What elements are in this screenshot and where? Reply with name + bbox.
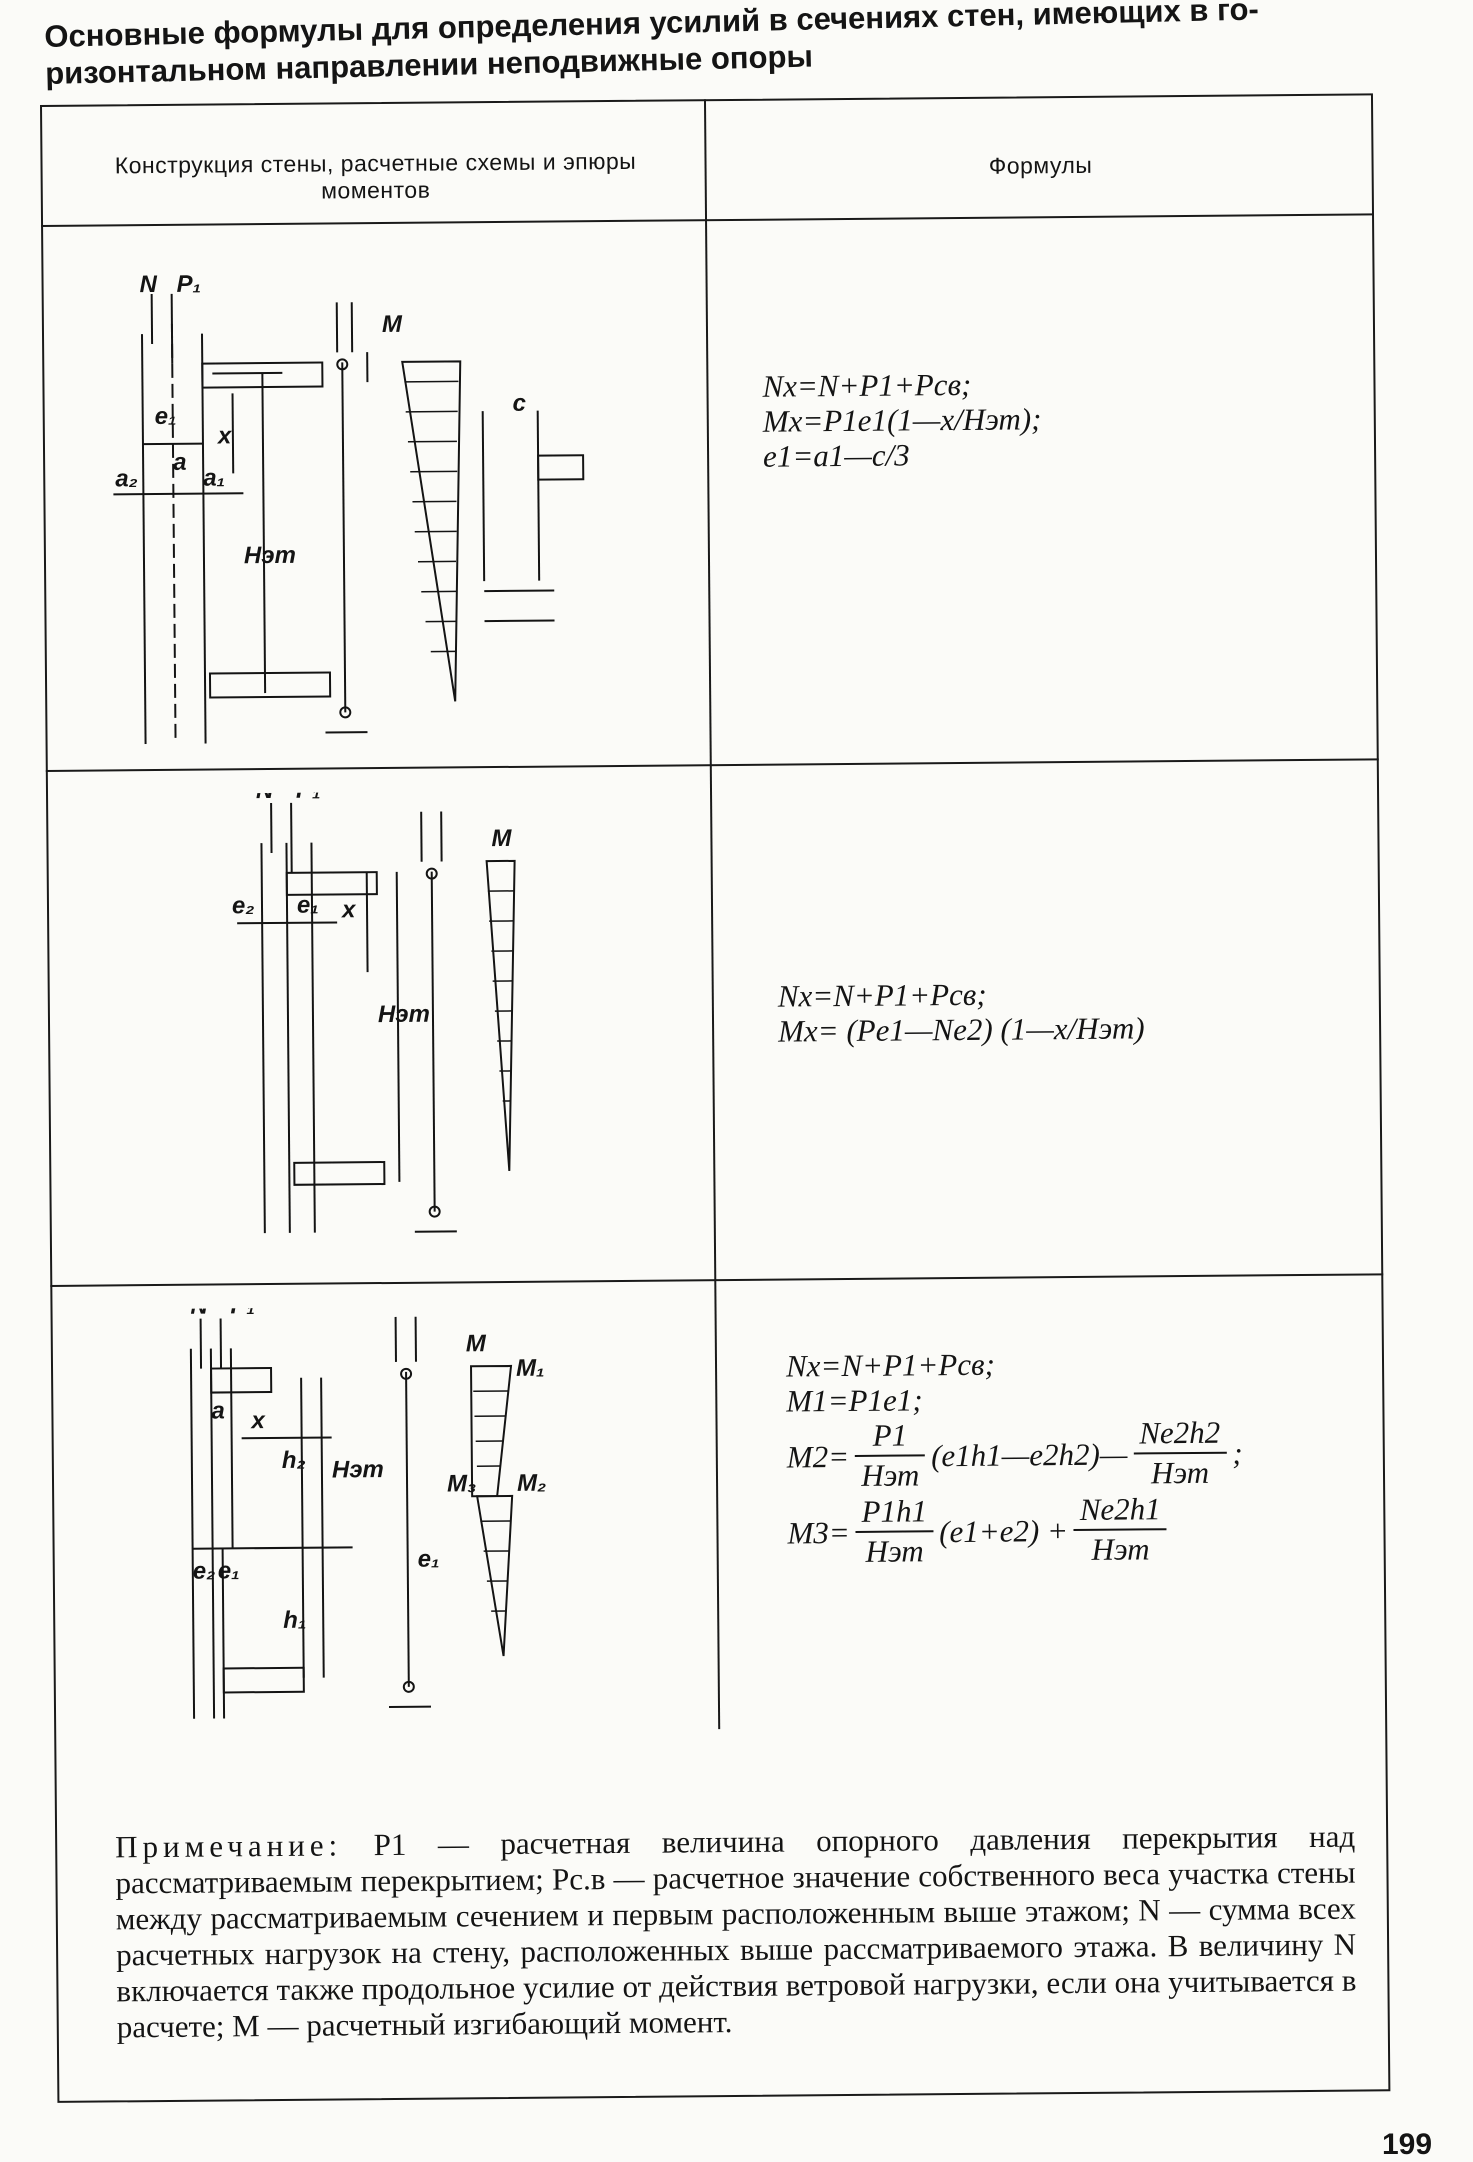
- row1-label-a2: a₂: [115, 465, 138, 492]
- page-number: 199: [1382, 2128, 1432, 2162]
- row3-formula-2: M1=P1e1;: [786, 1380, 1242, 1419]
- row2-formula-2: Mx= (Pe1—Ne2) (1—x/Hэт): [778, 1010, 1145, 1048]
- row2-formula-1: Nx=N+P1+Pсв;: [778, 975, 1145, 1013]
- row3-diagram: N P₁ a x h₂ Hэт e₂ e₁ h₁ M M₁ M₃ M₂ e₁: [91, 1304, 695, 1729]
- header-construction: Конструкция стены, расчетные схемы и эпю…: [60, 147, 690, 206]
- row3-label-M: M: [466, 1330, 487, 1357]
- row1-label-a1: a₁: [203, 464, 225, 491]
- row1-label-H: Hэт: [244, 542, 296, 569]
- row1-label-a: a: [173, 449, 187, 476]
- row3-label-h2: h₂: [282, 1447, 306, 1474]
- row1-label-e1: e₁: [155, 403, 177, 430]
- formula-table: Конструкция стены, расчетные схемы и эпю…: [40, 93, 1392, 2105]
- row1-label-x: x: [216, 422, 233, 449]
- row3-label-e2: e₂: [193, 1558, 216, 1585]
- row2-label-e2: e₂: [232, 892, 255, 919]
- row1-label-M: M: [382, 311, 403, 338]
- row3-label-M2: M₂: [517, 1470, 546, 1497]
- row3-formula-1: Nx=N+P1+Pсв;: [786, 1345, 1242, 1384]
- row3-label-x: x: [249, 1407, 266, 1434]
- row2-label-M: M: [491, 825, 512, 852]
- row3-formula-m3: M3= P1h1 Hэт (e1+e2) + Ne2h1 Hэт: [787, 1491, 1244, 1571]
- row1-label-N: N: [139, 271, 157, 298]
- row2-diagram: N P₁ e₂ e₁ x Hэт M: [86, 789, 690, 1264]
- row2-label-e1: e₁: [297, 892, 319, 919]
- row2-label-x: x: [340, 896, 357, 923]
- row2-formulas: Nx=N+P1+Pсв; Mx= (Pe1—Ne2) (1—x/Hэт): [778, 975, 1145, 1048]
- note-label: Примечание:: [115, 1827, 342, 1864]
- row1-diagram: N P₁ e₁ a a₂ a₁ x Hэт M c: [81, 269, 685, 744]
- row1-formula-1: Nx=N+P1+Pсв;: [762, 366, 1041, 403]
- row3-label-h1: h₁: [283, 1607, 306, 1634]
- row3-formula-m2: M2= P1 Hэт (e1h1—e2h2)— Ne2h2 Hэт ;: [786, 1415, 1243, 1495]
- row1-label-P1: P₁: [176, 271, 201, 298]
- header-formulas: Формулы: [740, 150, 1340, 182]
- row1-label-c: c: [513, 390, 527, 417]
- row3-label-M1: M₁: [516, 1355, 545, 1382]
- page-title: Основные формулы для определения усилий …: [44, 0, 1375, 92]
- table-note: Примечание: P1 — расчетная величина опор…: [115, 1819, 1357, 2046]
- row2-label-H: Hэт: [378, 1001, 430, 1028]
- row3-label-M3: M₃: [447, 1470, 477, 1497]
- row3-label-a: a: [211, 1397, 225, 1424]
- row3-label-e1: e₁: [218, 1557, 240, 1584]
- row1-formula-2: Mx=P1e1(1—x/Hэт);: [763, 401, 1042, 438]
- row3-label-e1-col: e₁: [418, 1546, 440, 1573]
- row3-formulas: Nx=N+P1+Pсв; M1=P1e1; M2= P1 Hэт (e1h1—e…: [786, 1345, 1244, 1571]
- row1-formulas: Nx=N+P1+Pсв; Mx=P1e1(1—x/Hэт); e1=a1—c/3: [762, 366, 1042, 473]
- row3-label-H: Hэт: [332, 1456, 384, 1483]
- row1-formula-3: e1=a1—c/3: [763, 436, 1042, 473]
